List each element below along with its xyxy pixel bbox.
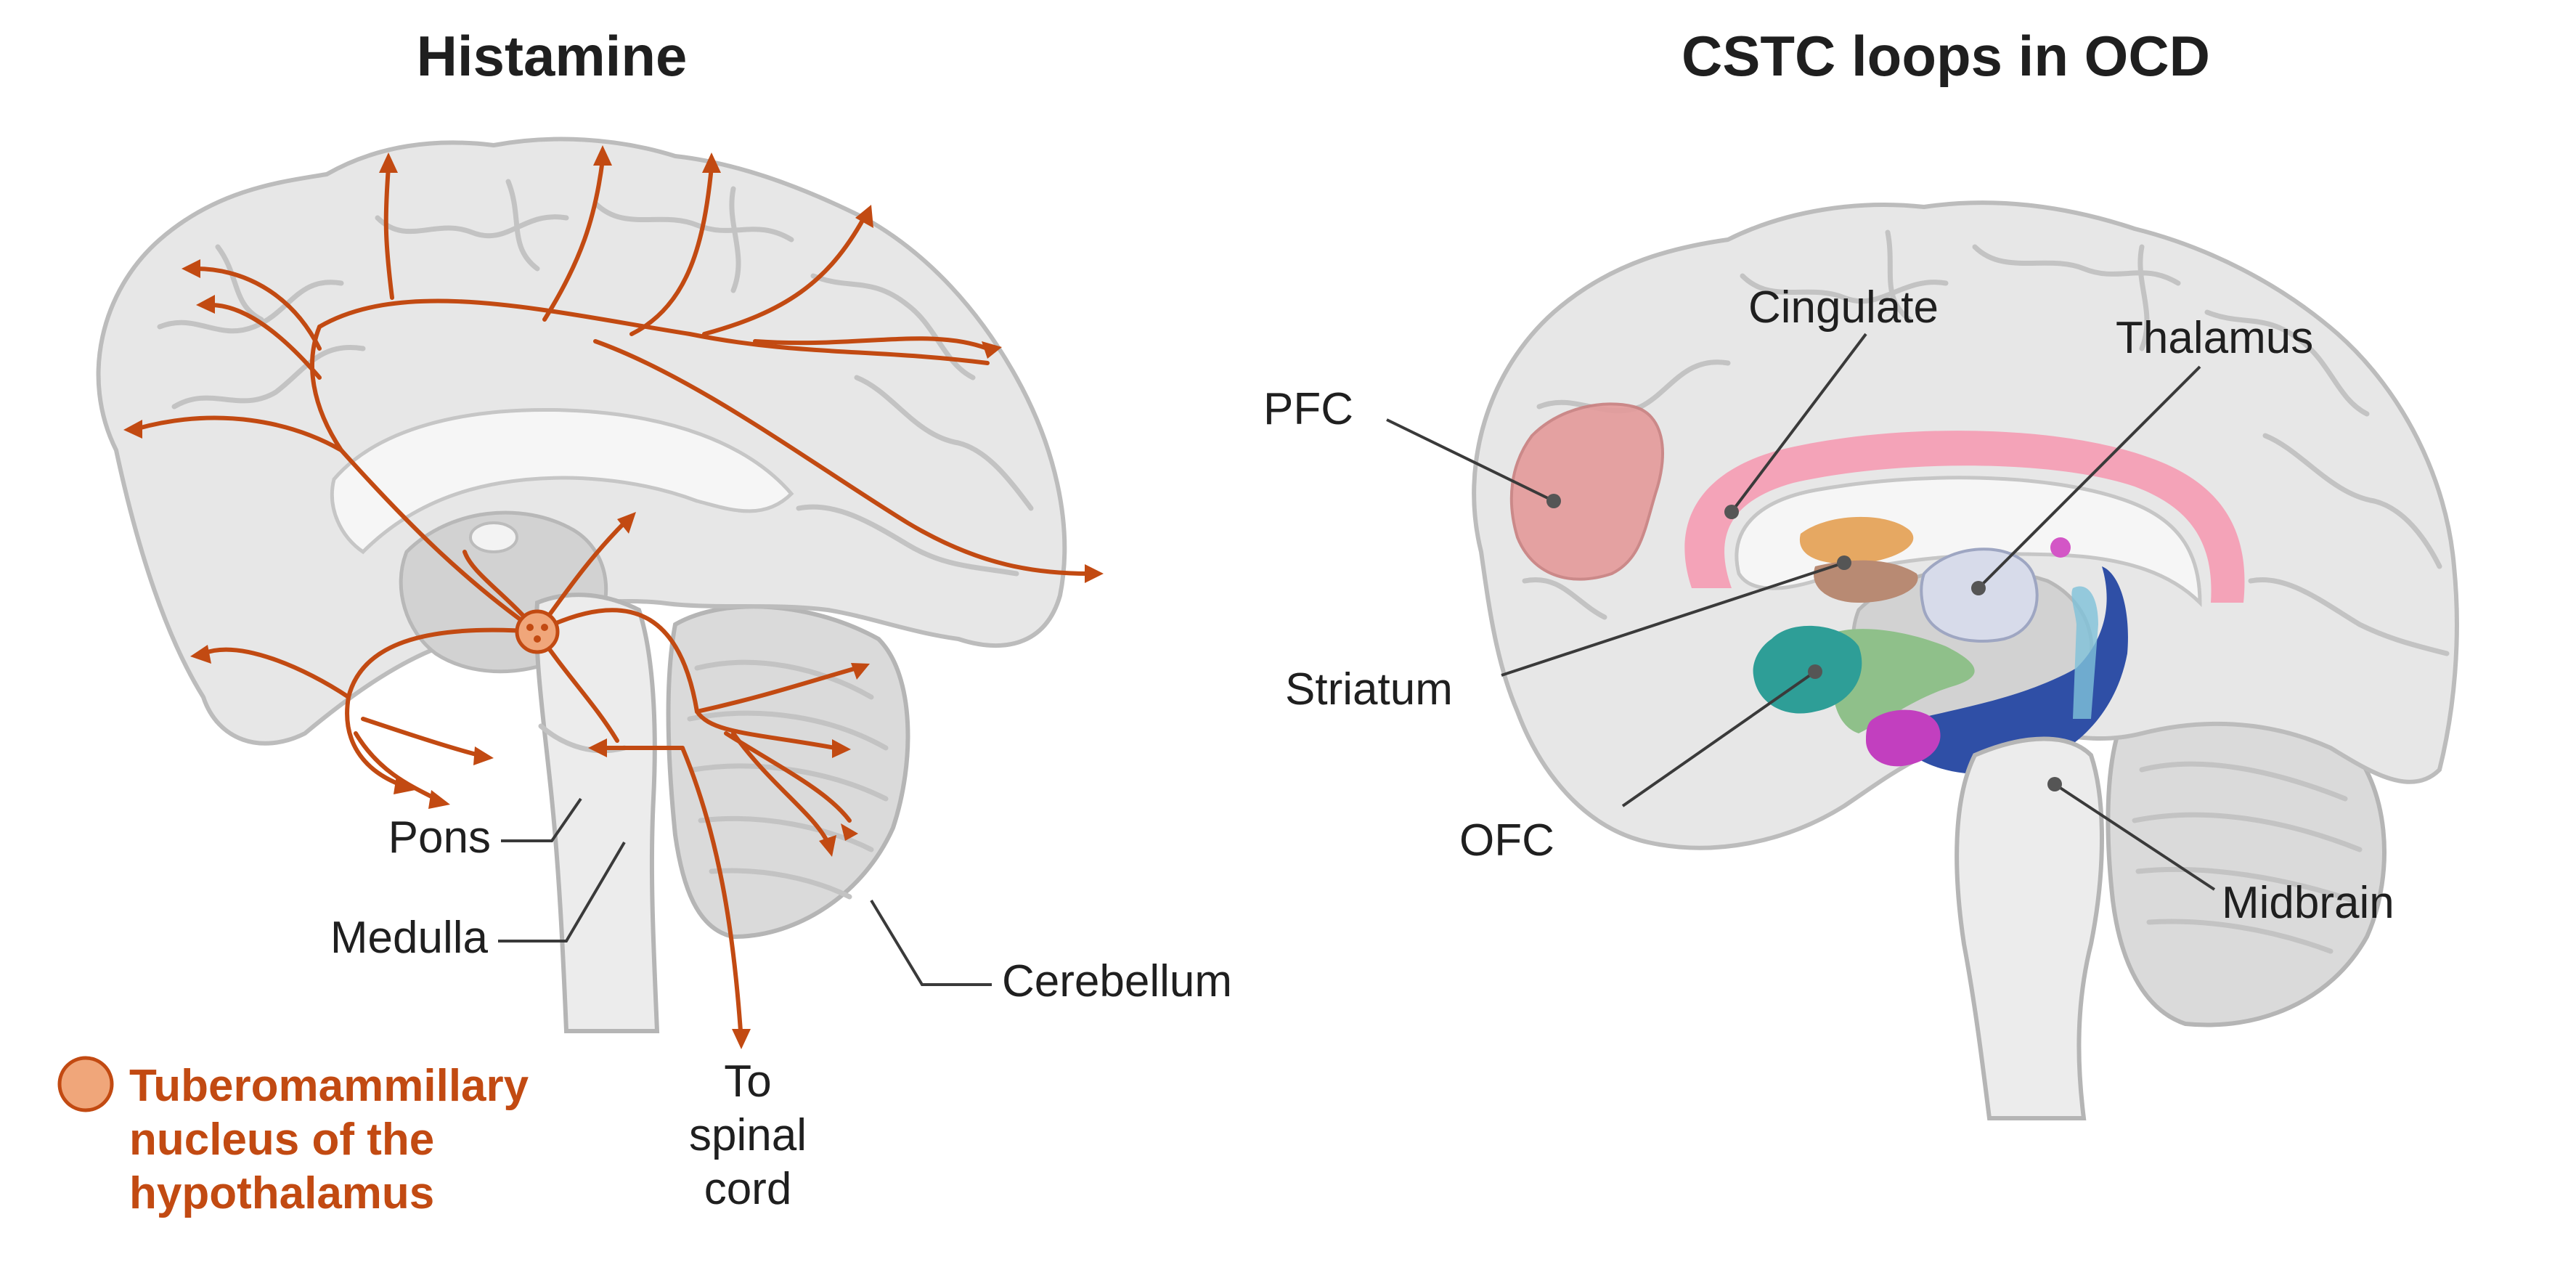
arrowhead bbox=[841, 823, 858, 841]
arrowhead bbox=[190, 645, 211, 664]
arrowhead bbox=[617, 512, 636, 534]
histamine-arrowheads bbox=[123, 145, 1104, 1049]
cstc-panel: CSTC loops in OCD bbox=[1263, 24, 2459, 1120]
region-amygdala bbox=[1866, 709, 1941, 767]
projection-cerebellum-3 bbox=[724, 731, 852, 823]
projection-temporal-2 bbox=[201, 647, 351, 699]
arrowhead bbox=[732, 1029, 751, 1049]
leader-ofc bbox=[1621, 670, 1817, 807]
leader-thalamus bbox=[1977, 365, 2201, 590]
leader-dot-cingulate bbox=[1724, 505, 1739, 519]
label-pfc: PFC bbox=[1263, 384, 1353, 434]
leader-dot-midbrain bbox=[2047, 777, 2062, 791]
legend-marker bbox=[57, 1056, 114, 1112]
legend-line3: hypothalamus bbox=[129, 1168, 434, 1218]
leader-dot-thalamus bbox=[1971, 581, 1986, 595]
projection-temporal-4 bbox=[354, 731, 438, 801]
region-striatum-head bbox=[1799, 516, 1914, 564]
region-pfc bbox=[1509, 402, 1664, 581]
region-ofc bbox=[1753, 625, 1862, 714]
leader-medulla bbox=[498, 841, 626, 943]
projection-cerebellum-4 bbox=[731, 731, 830, 844]
label-medulla: Medulla bbox=[330, 913, 489, 963]
legend-line1: Tuberomammillary bbox=[129, 1061, 529, 1111]
arrowhead bbox=[394, 775, 415, 794]
arrowhead bbox=[196, 295, 215, 314]
label-cingulate: Cingulate bbox=[1748, 282, 1939, 333]
arrowhead bbox=[982, 341, 1002, 359]
projection-to-temporal bbox=[345, 627, 539, 786]
projection-to-top-2 bbox=[542, 158, 605, 322]
arrowhead bbox=[855, 205, 873, 228]
projection-to-frontal-1 bbox=[136, 415, 343, 452]
arrowhead bbox=[182, 259, 200, 278]
label-spinal-line3: cord bbox=[704, 1164, 792, 1214]
label-spinal-line2: spinal bbox=[689, 1110, 807, 1160]
histamine-title: Histamine bbox=[417, 24, 688, 88]
region-striatum-body bbox=[1814, 560, 1918, 603]
label-pons: Pons bbox=[388, 813, 491, 863]
projection-to-parietal bbox=[702, 216, 866, 336]
projection-to-top-3 bbox=[629, 165, 714, 336]
cstc-brain-gyri bbox=[1522, 229, 2450, 656]
label-spinal-line1: To bbox=[724, 1057, 771, 1107]
projection-to-cerebellum bbox=[535, 608, 837, 750]
leader-pons bbox=[501, 797, 582, 842]
arrowhead bbox=[379, 152, 398, 173]
cstc-leader-lines bbox=[1386, 333, 2216, 891]
arrowhead bbox=[851, 663, 870, 680]
leader-midbrain bbox=[2053, 783, 2216, 891]
cerebellum-folia bbox=[687, 659, 889, 900]
cstc-brainstem bbox=[1955, 736, 2104, 1120]
legend-line2: nucleus of the bbox=[129, 1115, 434, 1165]
cstc-title: CSTC loops in OCD bbox=[1682, 24, 2210, 88]
projection-temporal-3 bbox=[361, 717, 481, 757]
leader-dot-pfc bbox=[1546, 494, 1561, 508]
histamine-brain-gyri bbox=[157, 179, 1034, 577]
region-habenula bbox=[2050, 537, 2071, 558]
label-ofc: OFC bbox=[1459, 815, 1554, 866]
label-striatum: Striatum bbox=[1285, 664, 1453, 715]
histamine-pineal bbox=[469, 521, 518, 553]
leader-cerebellum bbox=[870, 899, 992, 986]
projection-cerebellum-2 bbox=[695, 666, 859, 714]
tuberomammillary-nucleus-marker bbox=[515, 609, 560, 654]
label-thalamus: Thalamus bbox=[2116, 313, 2313, 363]
arrowhead bbox=[588, 738, 607, 757]
projection-to-frontal-3 bbox=[194, 266, 322, 351]
arrowhead bbox=[819, 835, 836, 857]
arrowhead bbox=[593, 145, 612, 166]
projection-arch bbox=[317, 298, 990, 365]
histamine-projections bbox=[136, 158, 1091, 1033]
arrowhead bbox=[702, 152, 721, 173]
cstc-cerebellum-folia bbox=[2132, 761, 2363, 954]
leader-dot-striatum bbox=[1837, 555, 1851, 570]
histamine-corpus-callosum bbox=[330, 408, 794, 555]
leader-striatum bbox=[1501, 561, 1845, 677]
projection-to-parieto-occipital bbox=[753, 336, 990, 351]
arrowhead bbox=[123, 420, 142, 439]
region-hippocampus bbox=[1906, 566, 2128, 775]
projection-to-frontal-2 bbox=[208, 303, 322, 380]
leader-dot-ofc bbox=[1808, 664, 1822, 679]
arrowhead bbox=[473, 746, 494, 765]
projection-to-occipital bbox=[593, 339, 1091, 576]
leader-cingulate bbox=[1730, 333, 1867, 513]
label-midbrain: Midbrain bbox=[2222, 878, 2394, 928]
arrowhead bbox=[1085, 564, 1104, 583]
projection-to-top-1 bbox=[383, 165, 394, 300]
arrowhead bbox=[832, 739, 851, 758]
label-cerebellum: Cerebellum bbox=[1002, 956, 1232, 1006]
region-fornix bbox=[2071, 586, 2098, 719]
region-hypothalamus bbox=[1832, 629, 1975, 733]
leader-pfc bbox=[1386, 418, 1554, 502]
projection-to-spinal-cord bbox=[680, 746, 743, 1033]
arrowhead bbox=[428, 790, 450, 809]
region-cingulate bbox=[1684, 431, 2245, 603]
histamine-brainstem bbox=[534, 593, 660, 1033]
histamine-panel: Histamine bbox=[57, 24, 1232, 1218]
legend: Tuberomammillary nucleus of the hypothal… bbox=[57, 1056, 529, 1218]
